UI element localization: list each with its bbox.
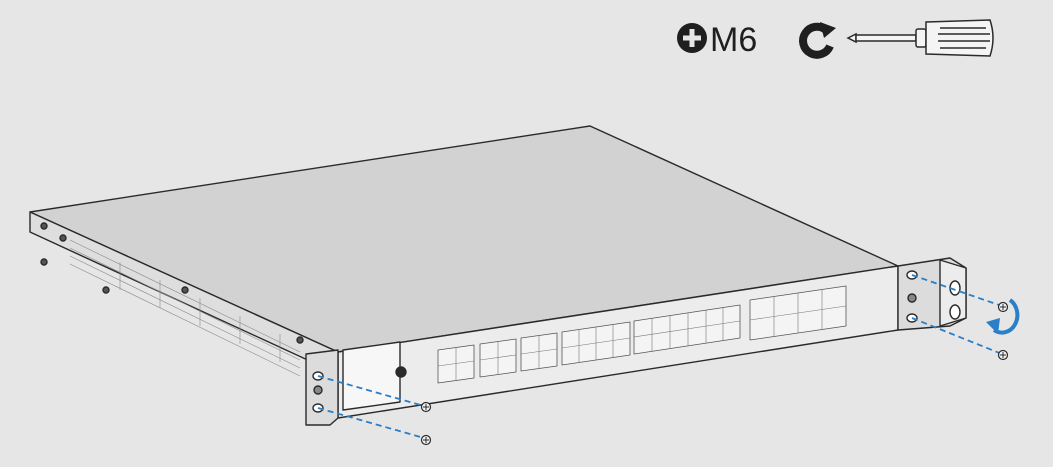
guide-right-top bbox=[911, 274, 1003, 307]
guide-left-bottom bbox=[317, 407, 425, 439]
rotate-direction-icon bbox=[986, 298, 1020, 335]
screwdriver-icon bbox=[846, 19, 994, 57]
screw-left-top bbox=[420, 401, 432, 413]
module-thumbscrew bbox=[395, 366, 407, 378]
screws bbox=[420, 301, 1009, 446]
guide-right-bottom bbox=[911, 317, 1003, 355]
rack-switch-icon bbox=[29, 125, 967, 426]
instruction-row: M6 bbox=[677, 19, 994, 59]
clockwise-arrow-icon bbox=[799, 22, 836, 59]
sfp-group-5 bbox=[633, 304, 741, 355]
side-vents bbox=[69, 239, 301, 377]
screw-left-bottom bbox=[420, 434, 432, 446]
left-bracket bbox=[305, 349, 339, 426]
expansion-module bbox=[342, 341, 401, 411]
screw-size-label: M6 bbox=[710, 21, 757, 59]
screw-right-bottom bbox=[997, 349, 1009, 361]
phillips-plus-icon bbox=[677, 23, 707, 53]
guide-left-top bbox=[317, 375, 425, 407]
screw-guides bbox=[317, 274, 1003, 439]
screw-right-top bbox=[997, 301, 1009, 313]
right-bracket bbox=[897, 257, 967, 331]
